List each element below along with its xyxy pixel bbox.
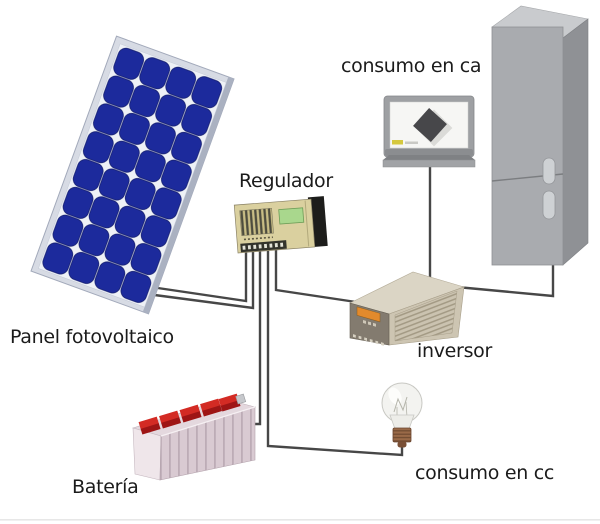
tv-logo-text xyxy=(405,141,418,144)
inverter-marking xyxy=(373,322,376,327)
battery-caps xyxy=(138,393,241,435)
battery-cap xyxy=(138,416,161,435)
wire-regulator-inverter xyxy=(274,240,357,304)
battery-top-rim xyxy=(160,406,256,437)
label-battery: Batería xyxy=(72,476,138,498)
bulb-base xyxy=(392,427,412,443)
battery-cap xyxy=(159,410,182,429)
bulb-filament xyxy=(393,396,408,413)
inverter-marking xyxy=(368,321,371,326)
regulator-silkscreen-text xyxy=(243,236,273,241)
bulb-neck xyxy=(389,414,415,430)
tv-stand-top xyxy=(383,155,475,160)
label-dc-load: consumo en cc xyxy=(415,462,554,484)
regulator xyxy=(233,196,328,254)
tv-logo xyxy=(392,140,403,145)
wires xyxy=(146,165,555,457)
inverter-vent-grille xyxy=(394,290,458,342)
tv-stand-front xyxy=(382,159,476,168)
regulator-terminal-screws xyxy=(242,242,285,250)
solar-panel xyxy=(30,35,235,315)
regulator-terminal-block xyxy=(240,240,287,253)
battery-cap xyxy=(218,393,241,412)
fridge-handle-upper xyxy=(542,157,556,185)
label-regulator: Regulador xyxy=(239,170,333,192)
inverter-display xyxy=(356,306,381,323)
label-ac-load: consumo en ca xyxy=(341,55,481,77)
label-inverter: inversor xyxy=(417,340,492,362)
labels: Panel fotovoltaico Regulador consumo en … xyxy=(10,55,554,498)
fridge-side-face xyxy=(562,18,589,266)
fridge-front-face xyxy=(491,26,564,266)
tv-diamond xyxy=(413,108,447,142)
bulb-base-tip xyxy=(397,441,407,448)
tv-monitor xyxy=(382,95,476,168)
inverter-buttons xyxy=(353,334,384,346)
refrigerator xyxy=(491,5,589,266)
wire-panel-regulator-2 xyxy=(146,240,255,310)
fridge-handle-lower xyxy=(542,190,556,220)
inverter-front-details xyxy=(353,306,384,346)
regulator-display xyxy=(278,207,305,225)
wire-regulator-dc-load xyxy=(266,240,404,457)
wire-panel-regulator-1 xyxy=(150,240,248,303)
solar-panel-cells xyxy=(39,45,225,306)
inverter-marking xyxy=(363,320,366,324)
label-panel: Panel fotovoltaico xyxy=(10,326,174,348)
image-bottom-border xyxy=(0,519,600,521)
battery xyxy=(131,393,257,481)
regulator-heatsink xyxy=(239,207,274,236)
inverter xyxy=(349,271,465,346)
light-bulb xyxy=(381,382,423,448)
battery-cap xyxy=(179,404,202,423)
solar-panel-frame-edge xyxy=(142,76,234,314)
wire-inverter-fridge xyxy=(445,258,555,298)
tv-frame-bottom-strip xyxy=(385,149,473,156)
regulator-board-crease xyxy=(304,200,310,247)
battery-cap xyxy=(200,398,223,417)
battery-terminal xyxy=(235,393,247,405)
battery-front-face xyxy=(132,427,162,481)
